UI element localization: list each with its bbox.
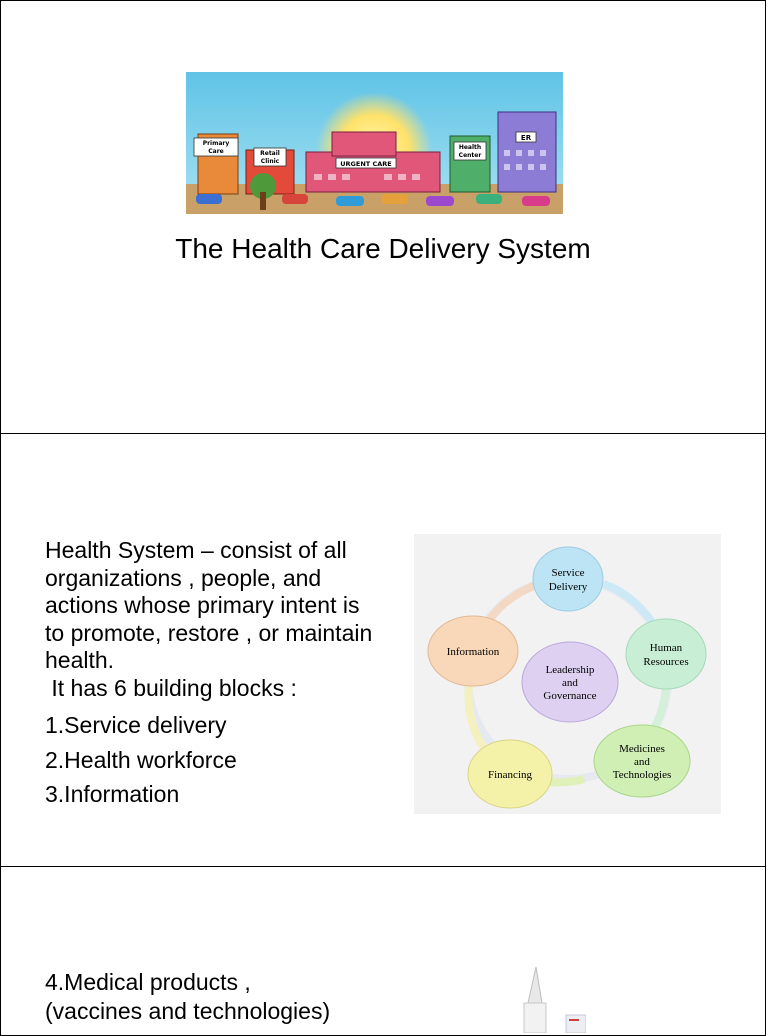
sign-urgent-care: URGENT CARE xyxy=(340,160,391,168)
node-human-resources-label: Human xyxy=(650,642,683,654)
sign-er: ER xyxy=(521,134,532,142)
node-human-resources-label: Resources xyxy=(643,656,688,668)
building-blocks-list: 1.Service delivery 2.Health workforce 3.… xyxy=(45,708,375,812)
node-service-delivery-label: Delivery xyxy=(549,581,588,593)
node-leadership-label: Leadership xyxy=(546,664,595,676)
health-system-text: Health System – consist of all organizat… xyxy=(45,537,375,812)
node-human-resources xyxy=(625,618,707,690)
sign-primary-care-2: Care xyxy=(208,148,223,155)
node-financing-label: Financing xyxy=(488,769,532,781)
slide-title-page: Primary Care Retail Clinic URGENT CARE H… xyxy=(0,0,766,434)
sign-primary-care-1: Primary xyxy=(203,140,230,147)
slide-health-system: Health System – consist of all organizat… xyxy=(0,433,766,867)
city-scene-image: Primary Care Retail Clinic URGENT CARE H… xyxy=(186,72,563,214)
node-leadership-label: and xyxy=(562,677,578,689)
node-medicines-label: and xyxy=(634,756,650,768)
node-service-delivery xyxy=(532,546,604,612)
node-leadership-governance xyxy=(521,641,619,723)
medical-products-text: 4.Medical products , (vaccines and techn… xyxy=(45,968,385,1026)
slide-medical-products: 4.Medical products , (vaccines and techn… xyxy=(0,866,766,1036)
medical-product-image xyxy=(506,963,587,1034)
text-line: (vaccines and technologies) xyxy=(45,998,331,1024)
sign-health-center-1: Health xyxy=(459,144,481,151)
sign-retail-clinic-1: Retail xyxy=(260,150,280,157)
slide-title: The Health Care Delivery System xyxy=(175,233,591,264)
building-blocks-diagram: Service Delivery Human Resources Medicin… xyxy=(414,534,721,814)
node-financing xyxy=(467,739,553,809)
health-care-city-illustration: Primary Care Retail Clinic URGENT CARE H… xyxy=(186,72,563,214)
building-blocks-lead: It has 6 building blocks : xyxy=(45,674,297,701)
node-leadership-label: Governance xyxy=(543,690,596,702)
node-information xyxy=(427,615,519,687)
node-service-delivery-label: Service xyxy=(552,567,585,579)
text-line: 4.Medical products , xyxy=(45,969,251,995)
list-item: 1.Service delivery xyxy=(45,712,227,738)
node-medicines-label: Technologies xyxy=(613,769,672,781)
node-medicines-technologies xyxy=(593,724,691,798)
medical-product-svg xyxy=(523,966,587,1034)
node-medicines-label: Medicines xyxy=(619,743,665,755)
sign-retail-clinic-2: Clinic xyxy=(261,158,280,165)
definition-paragraph: Health System – consist of all organizat… xyxy=(45,537,373,673)
list-item: 3.Information xyxy=(45,781,180,807)
node-information-label: Information xyxy=(447,646,500,658)
list-item: 2.Health workforce xyxy=(45,746,237,773)
cycle-diagram-svg: Service Delivery Human Resources Medicin… xyxy=(414,534,721,814)
sign-health-center-2: Center xyxy=(459,152,482,159)
